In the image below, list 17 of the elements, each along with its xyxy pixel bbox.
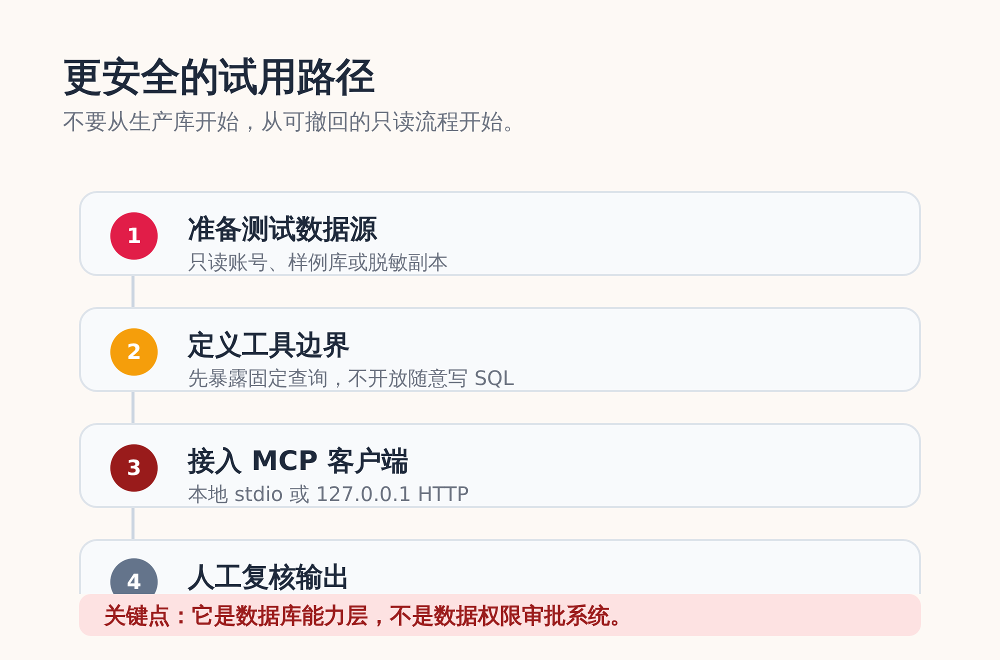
step-description: 只读账号、样例库或脱敏副本 [188,250,448,274]
step-title: 定义工具边界 [188,330,350,362]
step-title: 准备测试数据源 [188,214,377,246]
step-title: 接入 MCP 客户端 [188,446,408,478]
step-title: 人工复核输出 [188,562,350,594]
step-card [79,191,921,276]
connector-line [132,508,134,539]
step-card [79,307,921,392]
subtitle: 不要从生产库开始，从可撤回的只读流程开始。 [63,109,525,137]
title: 更安全的试用路径 [63,55,375,101]
connector-line [132,276,134,307]
step-card [79,539,921,594]
connector-line [132,392,134,423]
step-description: 先暴露固定查询，不开放随意写 SQL [188,366,514,390]
note-banner: 关键点：它是数据库能力层，不是数据权限审批系统。 [79,594,921,636]
step-description: 本地 stdio 或 127.0.0.1 HTTP [188,482,469,506]
step-card [79,423,921,508]
